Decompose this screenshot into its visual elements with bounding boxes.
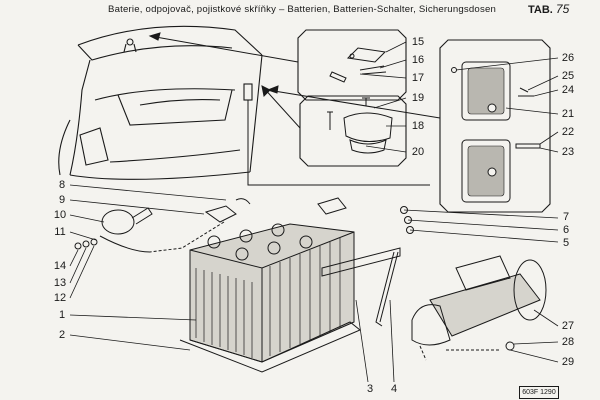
battery-illustration [179, 223, 401, 373]
callout-15: 15 [411, 36, 425, 48]
callout-25: 25 [561, 70, 575, 82]
callout-24: 24 [561, 84, 575, 96]
callout-14: 14 [53, 260, 67, 272]
callout-21: 21 [561, 108, 575, 120]
inset-boxes [297, 29, 551, 213]
callout-11: 11 [54, 226, 66, 238]
tab-prefix: TAB. [528, 4, 553, 16]
callout-29: 29 [561, 356, 575, 368]
inset-box-21-26 [439, 39, 551, 213]
callout-17: 17 [411, 72, 425, 84]
callout-7: 7 [562, 211, 570, 223]
callout-9: 9 [58, 194, 66, 206]
disconnect-switch-10-14 [74, 207, 153, 253]
tab-number: 75 [555, 2, 570, 16]
callout-28: 28 [561, 336, 575, 348]
callout-20: 20 [411, 146, 425, 158]
callout-12: 12 [53, 292, 67, 304]
leader-lines [69, 41, 559, 383]
holding-bar-3-4 [375, 251, 399, 327]
page-title: Baterie, odpojovač, pojistkové skříňky –… [108, 4, 497, 15]
inset-box-15-17 [297, 29, 407, 101]
callout-3: 3 [366, 383, 374, 395]
switch-parts-18-20 [327, 97, 393, 154]
callout-23: 23 [561, 146, 575, 158]
battery-terminals [149, 197, 347, 253]
fuse-boxes-21-26 [451, 61, 541, 203]
callout-5: 5 [562, 237, 570, 249]
callout-10: 10 [53, 209, 67, 221]
callout-18: 18 [411, 120, 425, 132]
callout-13: 13 [53, 277, 67, 289]
callout-8: 8 [58, 179, 66, 191]
inset-box-18-20 [299, 95, 407, 167]
bracket-parts-15-17 [329, 47, 387, 83]
callout-1: 1 [58, 309, 66, 321]
callout-27: 27 [561, 320, 575, 332]
callout-2: 2 [58, 329, 66, 341]
car-rear-illustration [58, 25, 263, 180]
callout-26: 26 [561, 52, 575, 64]
callout-6: 6 [562, 224, 570, 236]
starter-motor-27-29 [411, 255, 547, 361]
reference-code-box: 603F 1290 [519, 386, 559, 399]
callout-22: 22 [561, 126, 575, 138]
callout-4: 4 [390, 383, 398, 395]
callout-16: 16 [411, 54, 425, 66]
callout-19: 19 [411, 92, 425, 104]
inset-arrows [148, 32, 441, 186]
tab-label: TAB. 75 [528, 2, 569, 16]
